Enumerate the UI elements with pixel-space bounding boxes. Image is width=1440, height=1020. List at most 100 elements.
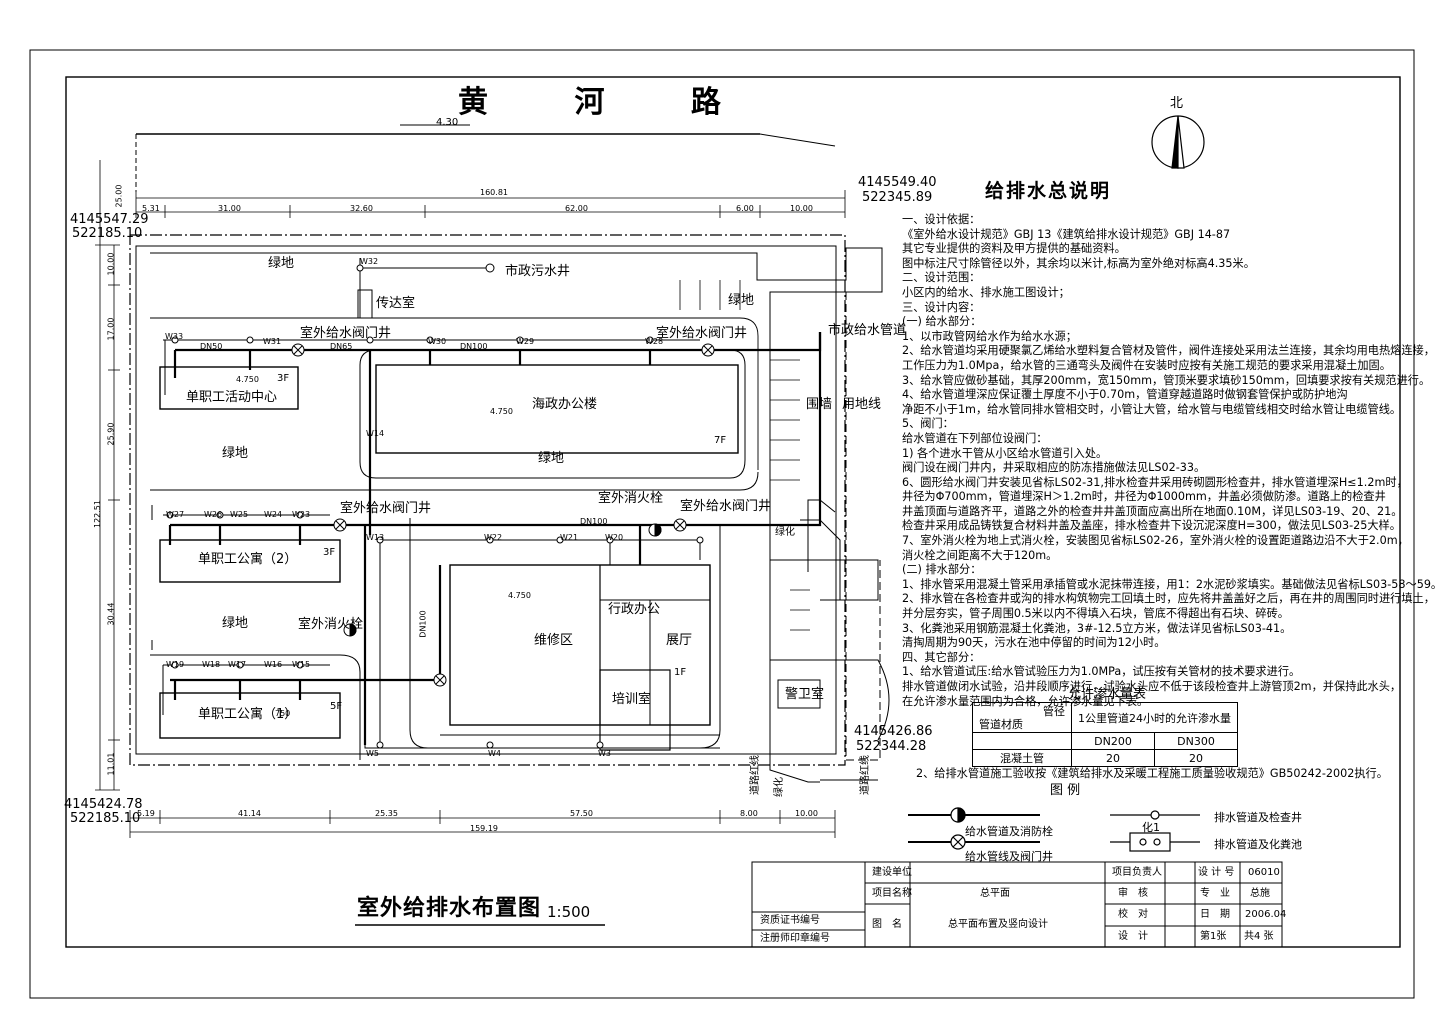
tb-drawing-value: 总平面布置及竖向设计 — [948, 919, 1048, 930]
design-notes: 一、设计依据： 《室外给水设计规范》GBJ 13《建筑给排水设计规范》GBJ 1… — [902, 213, 1440, 709]
dim-top-seg-2: 32.60 — [350, 204, 373, 213]
note-line: 二、设计范围： — [902, 271, 981, 285]
dim-top-seg-1: 31.00 — [218, 204, 241, 213]
coord-bl-n: 4145424.78 — [64, 797, 143, 812]
coord-br-e: 522344.28 — [856, 739, 927, 754]
seep-header-diameter: 管径 — [1043, 705, 1065, 718]
legend-item-1: 给水管道及消防栓 — [965, 825, 1053, 838]
tb-review-label: 审 核 — [1118, 888, 1148, 899]
tb-date-label: 日 期 — [1200, 909, 1230, 920]
label-activity-center: 单职工活动中心 — [186, 390, 278, 405]
label-repair-level: 4.750 — [508, 591, 531, 600]
drawing-title: 室外给排水布置图 — [357, 896, 542, 921]
label-hall: 展厅 — [666, 633, 693, 648]
seep-table: 管径 管道材质 1公里管道24小时的允许渗水量 DN200 DN300 混凝土管… — [972, 702, 1238, 767]
building-activity-center — [159, 366, 299, 410]
note-line: 一、设计依据： — [902, 213, 981, 226]
valve-w32: W32 — [360, 257, 379, 266]
seep-header-material: 管道材质 — [979, 718, 1023, 731]
building-apt-1 — [159, 692, 341, 739]
valve-w15: W15 — [292, 660, 311, 669]
title-block-grid — [751, 861, 1283, 948]
tb-project-value: 总平面 — [980, 888, 1010, 899]
label-activity-level: 4.750 — [236, 375, 259, 384]
seep-row-value-2: 20 — [1154, 749, 1238, 767]
dim-left-mid: 25.90 — [106, 422, 116, 446]
legend-item-4-tag: 化1 — [1142, 821, 1160, 834]
frame-inner — [65, 76, 1401, 948]
note-line: 1) 各个进水干管从小区给水管道引入处。 — [902, 446, 1108, 460]
valve-w33: W33 — [165, 332, 184, 341]
note-line: 3、化粪池采用钢筋混凝土化粪池，3#-12.5立方米，做法详见省标LS03-41… — [902, 621, 1292, 635]
valve-w17: W17 — [228, 660, 247, 669]
building-office — [375, 364, 739, 454]
hydrants — [343, 523, 662, 637]
label-fence: 围墙 — [806, 397, 833, 412]
dimension-left — [95, 160, 120, 791]
valve-w14: W14 — [366, 429, 385, 438]
dim-bottom-seg-4: 8.00 — [740, 809, 758, 818]
note-line: 小区内的给水、排水施工图设计； — [902, 285, 1070, 299]
dim-top-seg-4: 6.00 — [736, 204, 754, 213]
note-line: 7、室外消火栓为地上式消火栓，安装图见省标LS02-26，室外消火栓的设置距道路… — [902, 534, 1409, 548]
valve-w25: W25 — [230, 510, 249, 519]
label-greenland-6: 绿化 — [775, 527, 795, 538]
note-line: 并分层夯实，管子周围0.5米以内不得填入石块，管底不得超出有石块、碎砖。 — [902, 607, 1289, 621]
label-training: 培训室 — [612, 692, 652, 707]
note-line: 井径为Φ700mm，管道埋深H＞1.2m时，井径为Φ1000mm，井盖必须做防渗… — [902, 490, 1386, 504]
valve-w13: W13 — [366, 533, 385, 542]
legend-title: 图 例 — [1050, 783, 1081, 798]
label-office: 海政办公楼 — [532, 397, 598, 412]
coord-bl-e: 522185.10 — [70, 811, 141, 826]
label-apt-1: 单职工公寓（1） — [198, 707, 298, 722]
label-greenland-2: 绿地 — [222, 446, 249, 461]
inspection-wells — [166, 263, 704, 749]
note-line: 三、设计内容： — [902, 300, 981, 314]
label-road-width-1: 道路红线 — [750, 755, 761, 795]
label-activity-floors: 3F — [277, 373, 290, 384]
seep-header-main: 1公里管道24小时的允许渗水量 — [1071, 702, 1238, 733]
valve-w5: W5 — [366, 749, 379, 758]
dim-bottom-seg-5: 10.00 — [795, 809, 818, 818]
coord-br-n: 4145426.86 — [854, 724, 933, 739]
dim-top-total: 160.81 — [480, 188, 508, 197]
dim-top-seg-3: 62.00 — [565, 204, 588, 213]
building-gate-room — [777, 679, 821, 709]
pipe-label-2: DN65 — [330, 342, 353, 351]
coord-tr-e: 522345.89 — [862, 190, 933, 205]
note-line: 其它专业提供的资料及甲方提供的基础资料。 — [902, 242, 1126, 256]
valve-w27: W27 — [166, 510, 185, 519]
tb-reg-label: 注册师印章编号 — [760, 933, 830, 944]
drawing-scale: 1:500 — [547, 903, 591, 921]
building-guard-room — [357, 289, 373, 319]
label-hydrant-2: 室外消火栓 — [298, 617, 364, 632]
dim-left-upper: 17.00 — [106, 317, 116, 341]
north-arrow — [1151, 115, 1205, 169]
label-valve-well-1: 室外给水阀门井 — [300, 326, 392, 341]
parking-stripes — [679, 280, 810, 631]
tb-cert-label: 资质证书编号 — [760, 915, 820, 926]
label-municipal-sewer: 市政污水井 — [505, 264, 571, 279]
tb-discipline-value: 总施 — [1250, 888, 1270, 899]
note-line: 消火栓之间距离不大于120m。 — [902, 548, 1058, 562]
dim-bottom-seg-3: 57.50 — [570, 809, 593, 818]
valve-w19: W19 — [166, 660, 185, 669]
note-line: 6、圆形给水阀门井安装见省标LS02-31,排水检查井采用砖砌圆形检查井，排水管… — [902, 475, 1408, 489]
label-greenland-3: 绿地 — [222, 616, 249, 631]
building-apt-2 — [159, 539, 341, 583]
tb-drawing-label: 图 名 — [872, 919, 902, 930]
legend-item-3: 排水管道及检查井 — [1214, 811, 1302, 824]
note-line: 工作压力为1.0Mpa，给水管的三通弯头及阀件在安装时应按有关施工规范的要求采用… — [902, 358, 1391, 372]
legend-symbols — [908, 807, 1200, 852]
dim-left-lower: 30.44 — [106, 602, 116, 626]
dim-top-seg-0: 5.31 — [142, 204, 160, 213]
label-repair: 维修区 — [534, 633, 574, 648]
note-line: 4、给水管道埋深应保证覆土厚度不小于0.70m，管道穿越道路时做钢套管保护或防护… — [902, 388, 1348, 402]
valve-w3: W3 — [598, 749, 611, 758]
dim-bottom-seg-1: 41.14 — [238, 809, 261, 818]
label-valve-well-2: 室外给水阀门井 — [656, 326, 748, 341]
road-name: 黄 河 路 — [458, 85, 759, 120]
valve-w21: W21 — [560, 533, 579, 542]
seep-table-title: 允许渗水量表 — [1068, 687, 1147, 702]
north-label: 北 — [1170, 96, 1184, 111]
